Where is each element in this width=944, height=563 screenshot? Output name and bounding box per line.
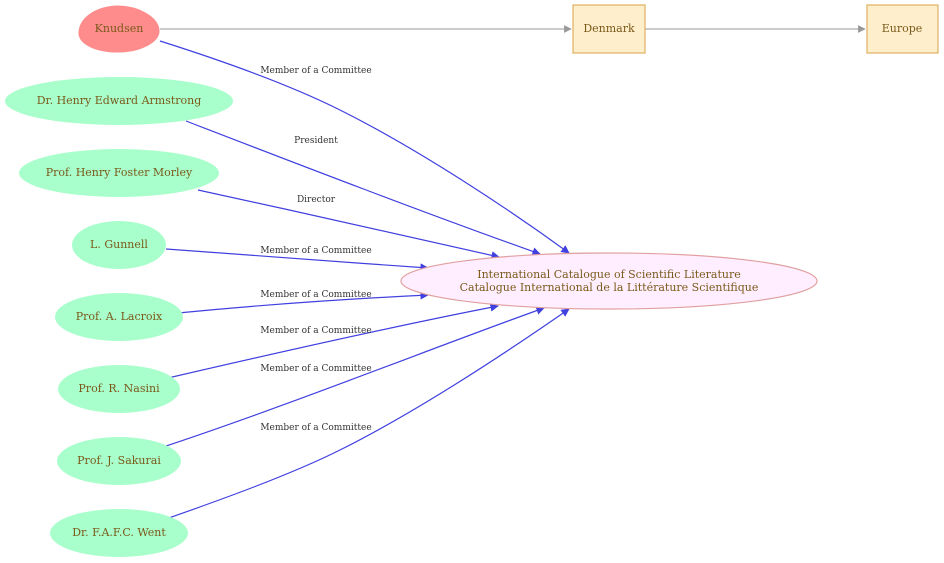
knudsen-shape[interactable] <box>78 5 160 53</box>
edge-morley-catalogue <box>197 189 500 260</box>
gunnell-ellipse[interactable] <box>72 221 166 269</box>
node-denmark[interactable]: Denmark <box>572 4 646 54</box>
node-catalogue[interactable]: International Catalogue of Scientific Li… <box>400 252 818 310</box>
nasini-ellipse[interactable] <box>58 365 180 413</box>
denmark-label: Denmark <box>583 22 635 35</box>
sakurai-label: Prof. J. Sakurai <box>77 454 161 467</box>
edge-gunnell-catalogue <box>165 248 429 272</box>
node-went[interactable]: Dr. F.A.F.C. Went <box>50 509 188 557</box>
lacroix-ellipse[interactable] <box>55 293 183 341</box>
catalogue-label-line1: International Catalogue of Scientific Li… <box>477 268 740 281</box>
europe-label: Europe <box>882 22 923 35</box>
went-label: Dr. F.A.F.C. Went <box>72 526 166 539</box>
edge-sakurai-catalogue <box>162 306 545 448</box>
edge-label-morley: Director <box>297 195 336 205</box>
europe-box[interactable] <box>866 4 939 54</box>
node-armstrong[interactable]: Dr. Henry Edward Armstrong <box>5 77 233 125</box>
sakurai-ellipse[interactable] <box>57 437 181 485</box>
nasini-label: Prof. R. Nasini <box>78 382 160 395</box>
node-gunnell[interactable]: L. Gunnell <box>72 221 166 269</box>
gunnell-label: L. Gunnell <box>90 238 148 251</box>
armstrong-ellipse[interactable] <box>5 77 233 125</box>
knudsen-label: Knudsen <box>95 22 144 35</box>
node-nasini[interactable]: Prof. R. Nasini <box>58 365 180 413</box>
edge-label-went: Member of a Committee <box>260 423 371 433</box>
node-morley[interactable]: Prof. Henry Foster Morley <box>19 149 219 197</box>
morley-ellipse[interactable] <box>19 149 219 197</box>
edge-label-knudsen: Member of a Committee <box>260 66 371 76</box>
edge-armstrong-catalogue <box>185 120 541 256</box>
morley-label: Prof. Henry Foster Morley <box>46 166 193 179</box>
lacroix-label: Prof. A. Lacroix <box>76 310 163 323</box>
edge-knudsen-catalogue <box>159 40 570 254</box>
node-europe[interactable]: Europe <box>866 4 939 54</box>
edge-lacroix-catalogue <box>177 291 429 314</box>
denmark-box[interactable] <box>572 4 646 54</box>
edge-nasini-catalogue <box>167 303 499 379</box>
edge-went-catalogue <box>165 308 570 520</box>
armstrong-label: Dr. Henry Edward Armstrong <box>37 94 202 107</box>
edge-label-nasini: Member of a Committee <box>260 326 371 336</box>
edge-label-sakurai: Member of a Committee <box>260 364 371 374</box>
node-lacroix[interactable]: Prof. A. Lacroix <box>55 293 183 341</box>
went-ellipse[interactable] <box>50 509 188 557</box>
node-sakurai[interactable]: Prof. J. Sakurai <box>57 437 181 485</box>
edge-label-armstrong: President <box>294 136 338 146</box>
edge-label-gunnell: Member of a Committee <box>260 246 371 256</box>
node-knudsen[interactable]: Knudsen <box>78 5 160 53</box>
catalogue-ellipse[interactable] <box>400 252 818 310</box>
edge-label-lacroix: Member of a Committee <box>260 290 371 300</box>
catalogue-label-line2: Catalogue International de la Littératur… <box>460 281 759 294</box>
